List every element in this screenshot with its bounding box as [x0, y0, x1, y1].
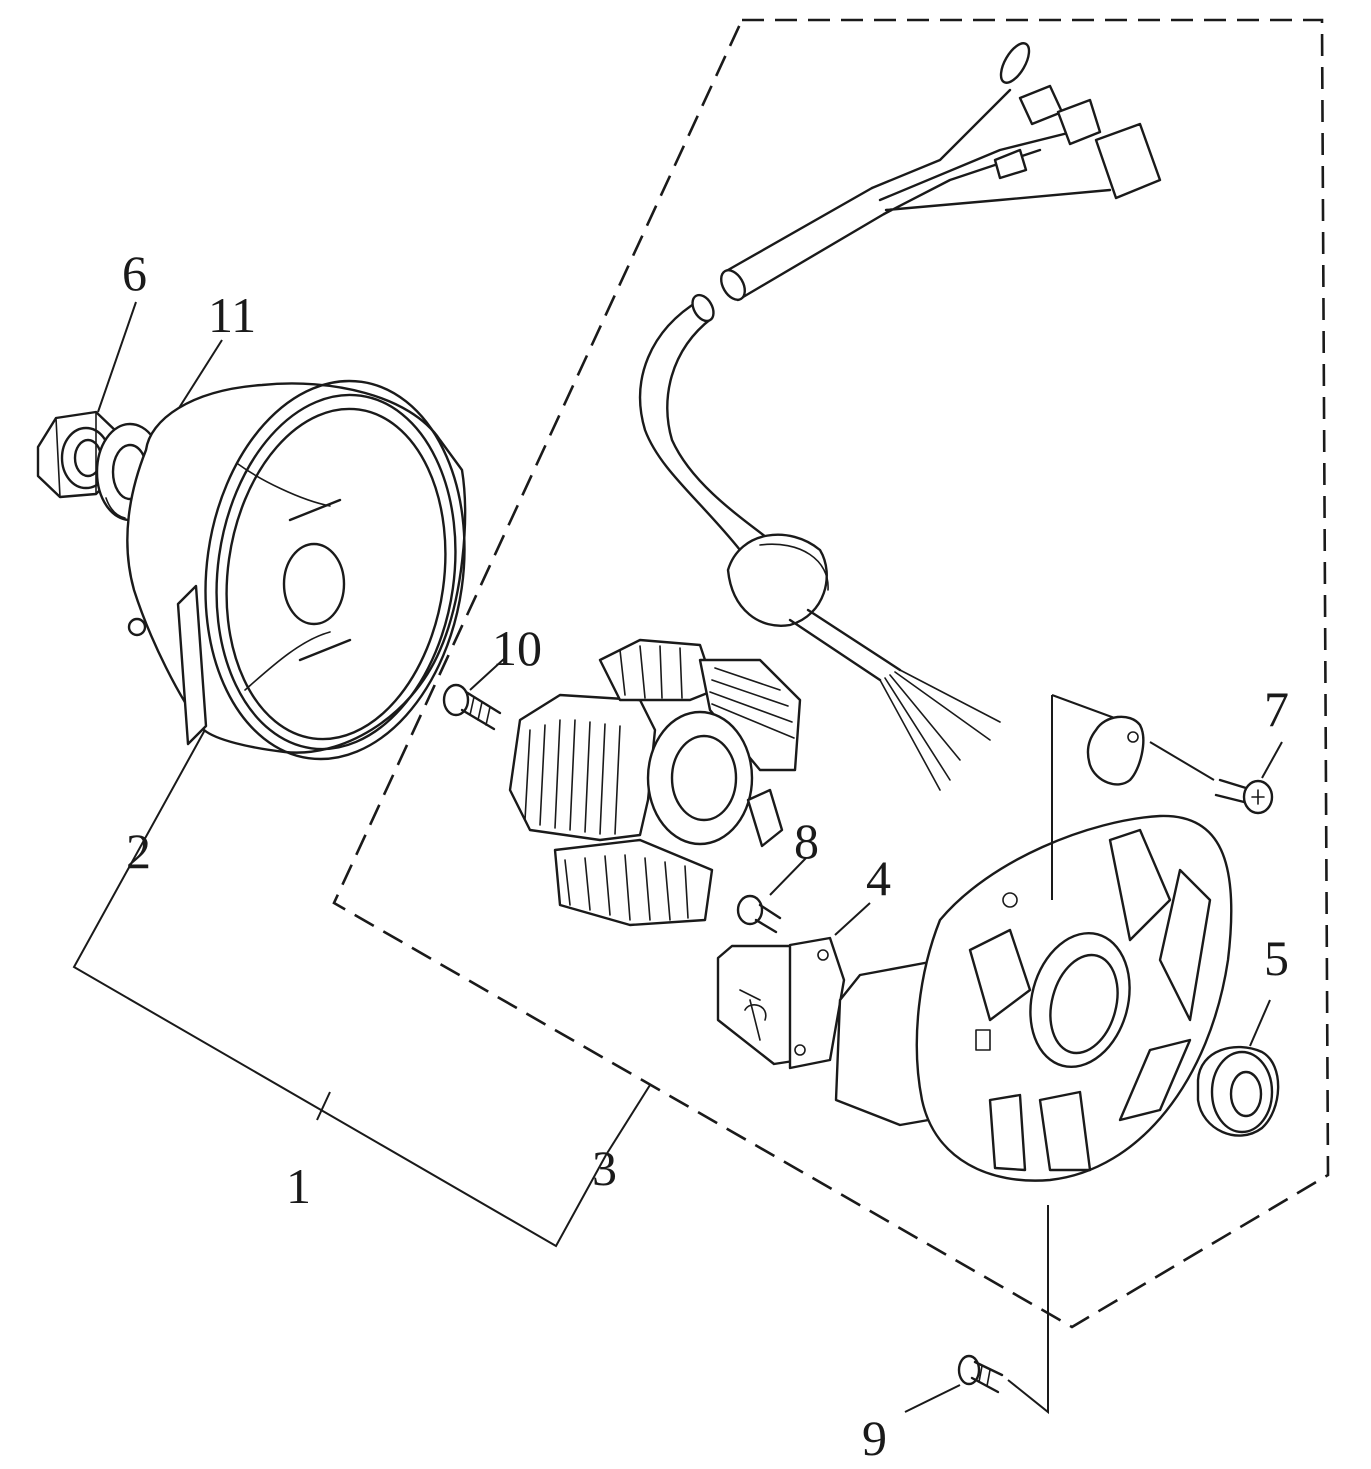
wire-harness [638, 42, 1162, 791]
group-1-tick [316, 1091, 331, 1121]
callout-11: 11 [208, 287, 256, 343]
stator-coil [508, 638, 802, 927]
assembly-boundary [332, 18, 1330, 1329]
screw-part-10 [442, 657, 506, 731]
stator-base-plate [834, 694, 1233, 1182]
group-1-bracket [72, 727, 607, 1248]
oil-seal-part-5 [1196, 999, 1280, 1137]
screw-part-9 [904, 1205, 1049, 1415]
callout-3: 3 [592, 1140, 617, 1196]
callout-1: 1 [286, 1158, 311, 1214]
callout-8: 8 [794, 813, 819, 869]
callout-9: 9 [862, 1410, 887, 1466]
callout-4: 4 [866, 850, 891, 906]
wire-clamp [1086, 715, 1215, 786]
pickup-coil-part-4 [716, 902, 871, 1070]
callout-10: 10 [492, 620, 542, 676]
callout-6: 6 [122, 245, 147, 301]
group-3-bracket-tick [605, 1084, 651, 1156]
flywheel-rotor-part-2 [126, 379, 467, 761]
callout-7: 7 [1264, 681, 1289, 737]
screw-part-8 [736, 857, 807, 934]
screw-part-7 [1214, 741, 1283, 815]
callout-5: 5 [1264, 930, 1289, 986]
callout-2: 2 [126, 823, 151, 879]
